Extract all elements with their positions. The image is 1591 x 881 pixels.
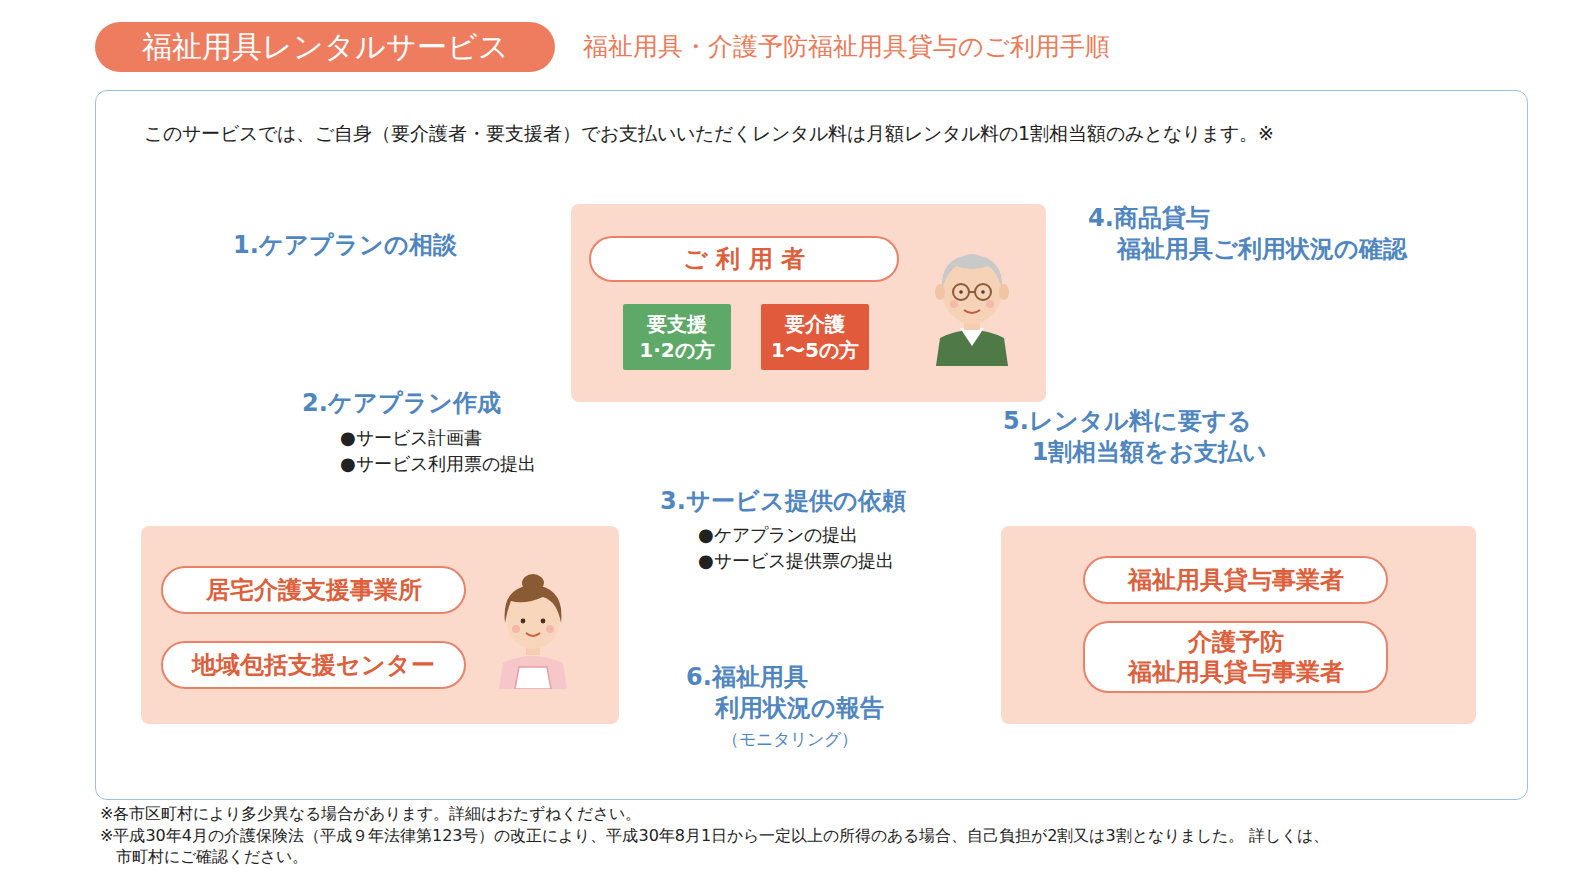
- monitoring-note: （モニタリング）: [722, 728, 942, 750]
- footnote: ※各市区町村により多少異なる場合があります。詳細はおたずねください。: [100, 804, 1540, 825]
- step-label: 5.レンタル料に要する 1割相当額をお支払い: [1003, 406, 1322, 468]
- user-pill: ご 利 用 者: [589, 236, 899, 282]
- user-panel: ご 利 用 者要支援 1·2の方要介護 1〜5の方: [571, 204, 1046, 402]
- care-manager-illustration: [491, 571, 575, 689]
- care-level-box: 要介護 1〜5の方: [761, 304, 869, 370]
- provider-panel: 福祉用具貸与事業者介護予防 福祉用具貸与事業者: [1001, 526, 1476, 724]
- bullet-item: ●サービス利用票の提出: [340, 452, 640, 475]
- node-text: 福祉用具貸与事業者: [1128, 565, 1344, 595]
- step-label: 4.商品貸与 福祉用具ご利用状況の確認: [1088, 203, 1487, 265]
- title-pill: 福祉用具レンタルサービス: [95, 22, 555, 72]
- step-label: 1.ケアプランの相談: [233, 230, 682, 261]
- footnote: ※平成30年4月の介護保険法（平成９年法律第123号）の改正により、平成30年8…: [100, 826, 1406, 868]
- bullet-item: ●ケアプランの提出: [698, 523, 998, 546]
- step-label: 6.福祉用具 利用状況の報告: [686, 662, 965, 724]
- node-text: 要支援 1·2の方: [629, 311, 725, 363]
- step-label: 3.サービス提供の依頼: [660, 486, 1109, 517]
- bullet-item: ●サービス計画書: [340, 426, 640, 449]
- node-text: このサービスでは、ご自身（要介護者・要支援者）でお支払いいただくレンタル料は月額…: [144, 121, 1504, 147]
- subtitle: 福祉用具・介護予防福祉用具貸与のご利用手順: [583, 31, 1343, 64]
- step-label: 2.ケアプラン作成: [302, 388, 691, 419]
- bullet-item: ●サービス提供票の提出: [698, 549, 998, 572]
- node-text: 地域包括支援センター: [192, 650, 435, 680]
- outer-frame: このサービスでは、ご自身（要介護者・要支援者）でお支払いいただくレンタル料は月額…: [95, 90, 1528, 800]
- provider-pill: 福祉用具貸与事業者: [1083, 556, 1388, 604]
- node-text: 要介護 1〜5の方: [767, 311, 863, 363]
- node-text: 居宅介護支援事業所: [206, 575, 422, 605]
- care-office-panel: 居宅介護支援事業所地域包括支援センター: [141, 526, 619, 724]
- node-text: ご 利 用 者: [683, 244, 805, 274]
- office-pill: 地域包括支援センター: [161, 641, 466, 689]
- node-text: 介護予防 福祉用具貸与事業者: [1099, 627, 1372, 687]
- office-pill: 居宅介護支援事業所: [161, 566, 466, 614]
- elderly-man-illustration: [926, 242, 1018, 366]
- support-level-box: 要支援 1·2の方: [623, 304, 731, 370]
- provider-pill: 介護予防 福祉用具貸与事業者: [1083, 621, 1388, 693]
